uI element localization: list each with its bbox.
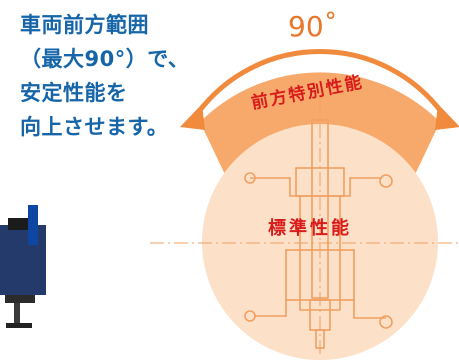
caption-line-2: （最大90°）で、: [20, 47, 190, 71]
arc-arrow-right-icon: [435, 104, 459, 130]
feature-caption: 車両前方範囲 （最大90°）で、 安定性能を 向上させます。: [20, 8, 189, 144]
machine-photo: [0, 205, 46, 328]
standard-range-label: 標準性能: [268, 218, 352, 239]
caption-line-1: 車両前方範囲: [20, 13, 149, 37]
machine-outline: [244, 119, 393, 349]
caption-line-4: 向上させます。: [20, 115, 169, 139]
standard-range-circle: [202, 124, 438, 360]
caption-line-3: 安定性能を: [20, 81, 128, 105]
arc-arrow-left-icon: [180, 104, 205, 130]
angle-label: 90˚: [288, 10, 338, 43]
range-arc: [190, 49, 450, 122]
